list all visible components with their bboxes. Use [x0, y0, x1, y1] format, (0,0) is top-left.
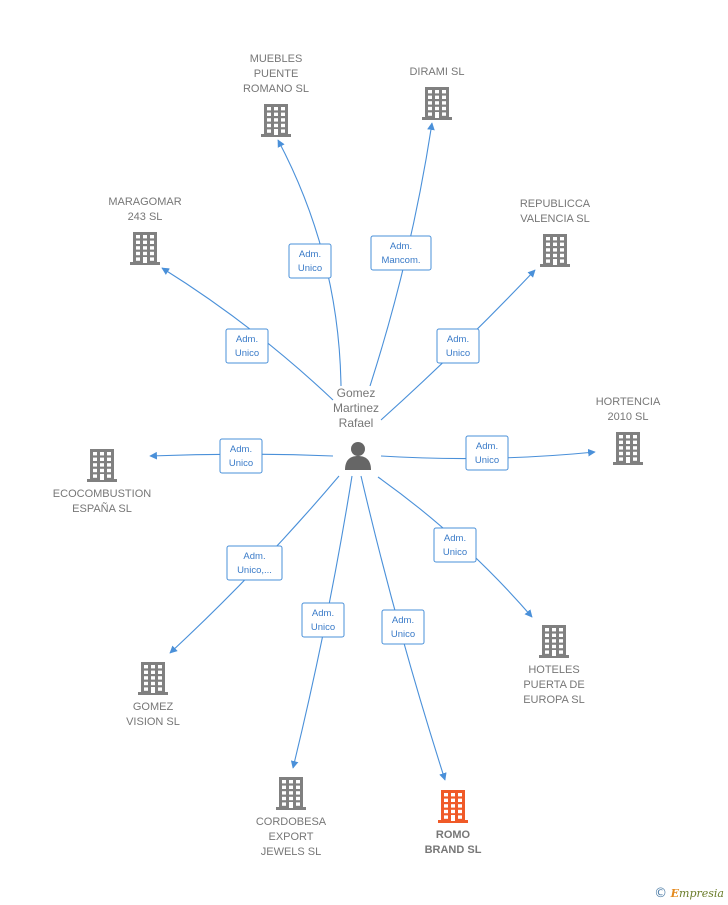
edge-label-line: Unico,... [237, 565, 272, 576]
company-node-hoteles[interactable]: HOTELES PUERTA DE EUROPA SL [523, 625, 585, 706]
edge-label-muebles[interactable]: Adm. Unico [288, 243, 332, 279]
edge-label-line: Adm. [392, 615, 414, 626]
edge-label-republicca[interactable]: Adm. Unico [436, 328, 480, 364]
edge-label-line: Unico [298, 263, 322, 274]
company-name-line: HOTELES [528, 664, 579, 676]
edge-label-line: Unico [229, 458, 253, 469]
edge-label-romo[interactable]: Adm. Unico [381, 609, 425, 645]
company-name-line: 243 SL [128, 211, 163, 223]
company-name-line: VISION SL [126, 716, 180, 728]
company-name-line: EXPORT [268, 831, 313, 843]
company-name-line: ROMO [436, 829, 471, 841]
edge-label-line: Adm. [299, 249, 321, 260]
copyright-icon: © [654, 886, 668, 901]
brand-name: mpresia [679, 887, 724, 900]
edge-label-line: Adm. [444, 533, 466, 544]
person-name-line-2: Martinez [333, 401, 379, 415]
company-name-line: VALENCIA SL [520, 213, 590, 225]
edge-label-line: Unico [475, 455, 499, 466]
edge-label-line: Mancom. [381, 255, 420, 266]
edge-label-ecocombustion[interactable]: Adm. Unico [219, 438, 263, 474]
edge-label-line: Adm. [390, 241, 412, 252]
edges-layer: Adm.UnicoAdm.Mancom.Adm.UnicoAdm.UnicoAd… [149, 122, 596, 781]
person-icon [345, 442, 371, 470]
edge-label-line: Adm. [243, 551, 265, 562]
edge-label-line: Adm. [447, 334, 469, 345]
edge-label-line: Unico [443, 547, 467, 558]
brand-initial: E [670, 887, 680, 900]
edge-label-hortencia[interactable]: Adm. Unico [465, 435, 509, 471]
edge-label-line: Adm. [476, 441, 498, 452]
company-node-hortencia[interactable]: HORTENCIA 2010 SL [596, 396, 661, 465]
company-name-line: EUROPA SL [523, 694, 585, 706]
building-icon [438, 790, 468, 823]
company-node-republicca[interactable]: REPUBLICCA VALENCIA SL [520, 198, 591, 267]
edge-label-gomez-vision[interactable]: Adm. Unico,... [226, 545, 283, 581]
company-node-romo[interactable]: ROMO BRAND SL [425, 790, 482, 856]
edge-label-cordobesa[interactable]: Adm. Unico [301, 602, 345, 638]
building-icon [276, 777, 306, 810]
edge-label-line: Adm. [236, 334, 258, 345]
building-icon [87, 449, 117, 482]
building-icon [613, 432, 643, 465]
edge-label-line: Unico [391, 629, 415, 640]
company-name-line: ROMANO SL [243, 83, 309, 95]
edge-label-line: Unico [446, 348, 470, 359]
company-name-line: BRAND SL [425, 844, 482, 856]
edge-label-line: Adm. [230, 444, 252, 455]
company-name-line: ECOCOMBUSTION [53, 488, 151, 500]
building-icon [422, 87, 452, 120]
building-icon [540, 234, 570, 267]
company-name-line: GOMEZ [133, 701, 174, 713]
building-icon [539, 625, 569, 658]
nodes-layer: MUEBLES PUENTE ROMANO SL DIRAMI SL MARAGOMAR… [53, 53, 661, 858]
company-name-line: 2010 SL [608, 411, 649, 423]
company-name-line: DIRAMI SL [409, 66, 464, 78]
building-icon [138, 662, 168, 695]
company-name-line: JEWELS SL [261, 846, 322, 858]
copyright-notice: © Empresia [654, 886, 724, 901]
center-person[interactable]: Gomez Martinez Rafael [333, 386, 379, 470]
person-name-line-1: Gomez [337, 386, 376, 400]
company-name-line: REPUBLICCA [520, 198, 591, 210]
company-name-line: CORDOBESA [256, 816, 327, 828]
edge-label-maragomar[interactable]: Adm. Unico [225, 328, 269, 364]
company-node-dirami[interactable]: DIRAMI SL [409, 66, 465, 120]
company-name-line: HORTENCIA [596, 396, 661, 408]
company-node-cordobesa[interactable]: CORDOBESA EXPORT JEWELS SL [256, 777, 327, 858]
company-node-gomez-vision[interactable]: GOMEZ VISION SL [126, 662, 180, 728]
company-name-line: MUEBLES [250, 53, 303, 65]
company-name-line: ESPAÑA SL [72, 502, 132, 515]
company-node-maragomar[interactable]: MARAGOMAR 243 SL [108, 196, 182, 265]
person-name-line-3: Rafael [339, 416, 374, 430]
edge-label-line: Unico [235, 348, 259, 359]
company-name-line: PUERTA DE [523, 679, 584, 691]
building-icon [130, 232, 160, 265]
company-node-muebles[interactable]: MUEBLES PUENTE ROMANO SL [243, 53, 309, 137]
building-icon [261, 104, 291, 137]
company-name-line: MARAGOMAR [108, 196, 181, 208]
company-node-ecocombustion[interactable]: ECOCOMBUSTION ESPAÑA SL [53, 449, 151, 515]
edge-label-dirami[interactable]: Adm. Mancom. [370, 235, 432, 271]
edge-label-line: Adm. [312, 608, 334, 619]
edge-label-line: Unico [311, 622, 335, 633]
company-name-line: PUENTE [254, 68, 299, 80]
edge-label-hoteles[interactable]: Adm. Unico [433, 527, 477, 563]
